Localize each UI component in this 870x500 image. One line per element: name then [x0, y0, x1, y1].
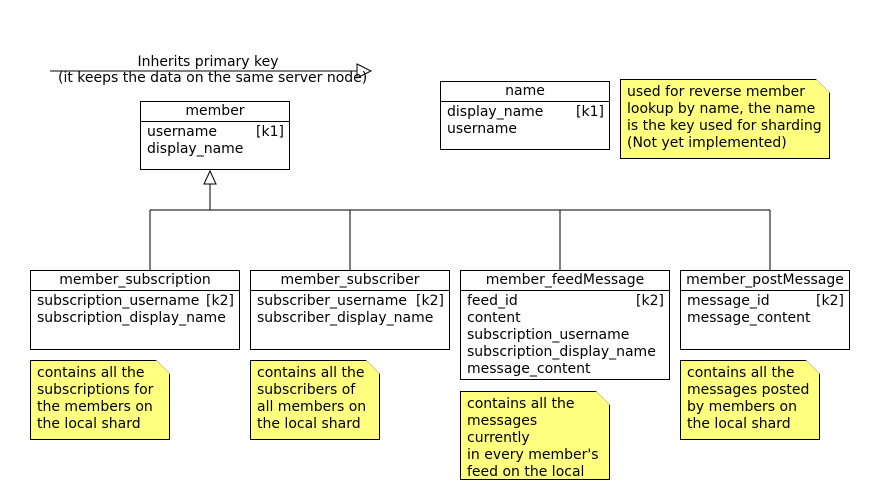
entity-row: subscription_username[k2] — [37, 293, 234, 309]
note-subscriber: contains all the subscribers of all memb… — [250, 360, 380, 440]
entity-member-feedmessage[interactable]: member_feedMessage feed_id[k2] content s… — [460, 270, 670, 380]
entity-row: content — [467, 310, 521, 326]
entity-title: member_subscriber — [251, 271, 449, 291]
entity-title: member_postMessage — [681, 271, 849, 291]
entity-row: subscription_display_name — [467, 344, 656, 360]
entity-row: display_name[k1] — [447, 104, 604, 120]
entity-row: message_id[k2] — [687, 293, 844, 309]
legend-line-2: (it keeps the data on the same server no… — [58, 70, 368, 86]
legend-arrow-head — [356, 63, 373, 79]
entity-member-subscription[interactable]: member_subscription subscription_usernam… — [30, 270, 240, 350]
entity-row: subscriber_display_name — [257, 310, 434, 326]
legend-text: Inherits primary key (it keeps the data … — [58, 54, 368, 86]
legend-line-1: Inherits primary key — [137, 54, 279, 70]
entity-title: member — [141, 102, 289, 122]
entity-member[interactable]: member username[k1] display_name — [140, 101, 290, 170]
note-feedmessage: contains all the messages currently in e… — [460, 391, 610, 480]
entity-row: subscriber_username[k2] — [257, 293, 444, 309]
inheritance-arrow-head — [203, 169, 217, 185]
entity-member-postmessage[interactable]: member_postMessage message_id[k2] messag… — [680, 270, 850, 350]
note-postmessage: contains all the messages posted by memb… — [680, 360, 820, 440]
entity-row: subscription_username — [467, 327, 630, 343]
entity-title: member_feedMessage — [461, 271, 669, 291]
entity-name[interactable]: name display_name[k1] username — [440, 81, 610, 150]
entity-row: username[k1] — [147, 124, 284, 140]
entity-title: name — [441, 82, 609, 102]
note-name: used for reverse member lookup by name, … — [620, 79, 830, 159]
entity-row: username — [447, 121, 517, 137]
entity-row: feed_id[k2] — [467, 293, 664, 309]
entity-title: member_subscription — [31, 271, 239, 291]
entity-member-subscriber[interactable]: member_subscriber subscriber_username[k2… — [250, 270, 450, 350]
note-subscription: contains all the subscriptions for the m… — [30, 360, 170, 440]
entity-row: message_content — [687, 310, 811, 326]
entity-row: display_name — [147, 141, 244, 157]
entity-row: message_content — [467, 361, 591, 377]
entity-row: subscription_display_name — [37, 310, 226, 326]
